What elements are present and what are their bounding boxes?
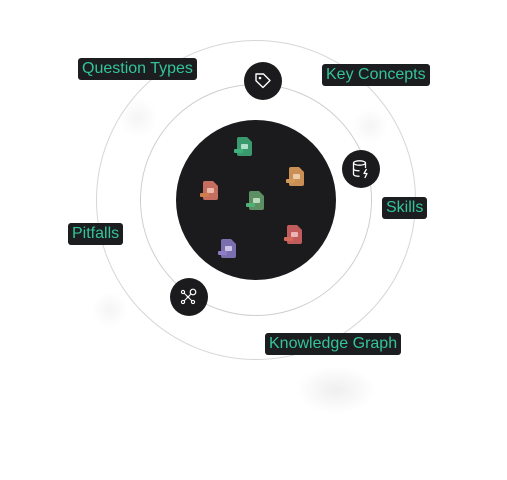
graph-network-icon <box>170 278 208 316</box>
spreadsheet-file-icon <box>234 137 252 156</box>
tag-icon <box>244 62 282 100</box>
image-file-icon <box>286 167 304 186</box>
background-ghost <box>296 366 376 414</box>
label-pitfalls: Pitfalls <box>68 223 124 245</box>
code-file-icon <box>246 191 264 210</box>
label-question-types: Question Types <box>78 58 197 80</box>
label-key-concepts: Key Concepts <box>322 64 430 86</box>
document-file-icon <box>218 239 236 258</box>
label-skills: Skills <box>382 197 428 219</box>
pdf-file-icon <box>284 225 302 244</box>
database-file-icon <box>200 181 218 200</box>
label-knowledge-graph: Knowledge Graph <box>265 333 402 355</box>
database-icon <box>342 150 380 188</box>
background-ghost <box>92 292 128 328</box>
